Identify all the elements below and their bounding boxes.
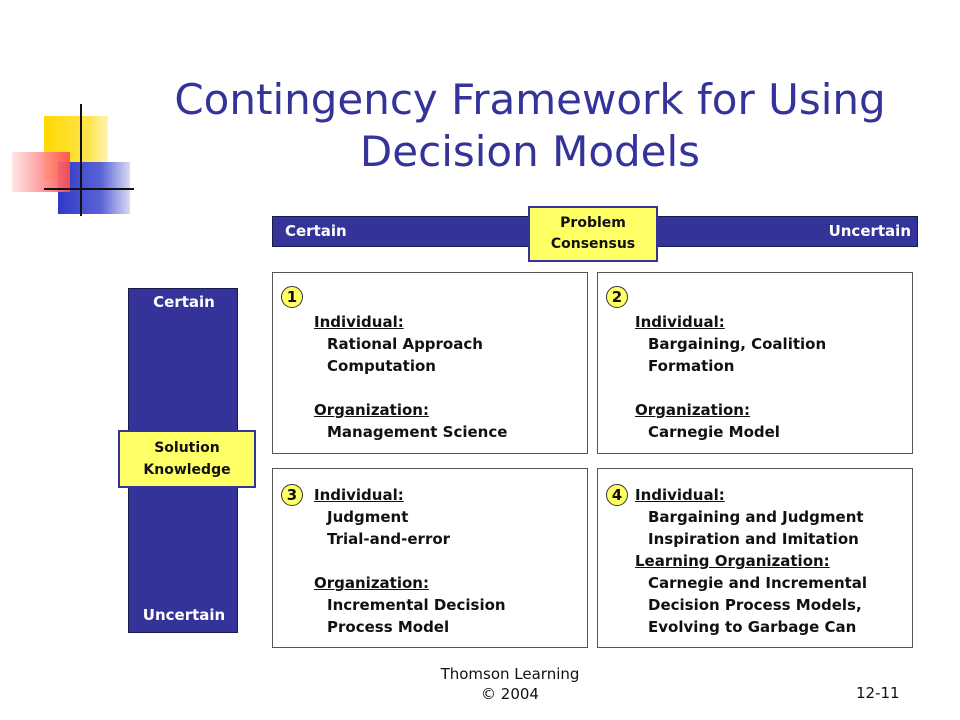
slide-title-line1: Contingency Framework for Using: [174, 75, 886, 124]
slide-title: Contingency Framework for Using Decision…: [150, 74, 910, 178]
quadrant-heading: Individual:: [635, 486, 725, 504]
quadrant-item: Trial-and-error: [327, 530, 451, 548]
quadrant-item: Incremental Decision: [327, 596, 506, 614]
quadrant-item: Evolving to Garbage Can: [648, 618, 857, 636]
quadrant-heading: Organization:: [314, 574, 429, 592]
quadrant-heading: Individual:: [314, 486, 404, 504]
quadrant-item: Formation: [648, 357, 735, 375]
quadrant-heading: Learning Organization:: [635, 552, 830, 570]
quadrant-item: Inspiration and Imitation: [648, 530, 859, 548]
decor-horizontal-line: [44, 188, 134, 190]
decor-red-square: [12, 152, 70, 192]
solution-badge-line2: Knowledge: [143, 462, 231, 478]
quadrant-number-badge: 3: [281, 484, 303, 506]
quadrant-spacer: [314, 377, 507, 399]
quadrant-heading: Organization:: [314, 401, 429, 419]
quadrant-spacer: [314, 550, 506, 572]
decor-vertical-line: [80, 104, 82, 216]
slide-title-line2: Decision Models: [359, 127, 701, 176]
problem-consensus-badge: Problem Consensus: [528, 206, 658, 262]
problem-axis-uncertain-label: Uncertain: [828, 222, 911, 240]
quadrant-heading: Individual:: [314, 313, 404, 331]
quadrant-item: Carnegie and Incremental: [648, 574, 868, 592]
quadrant-item: Management Science: [327, 423, 508, 441]
quadrant-item: Process Model: [327, 618, 450, 636]
quadrant-spacer: [635, 377, 826, 399]
footer-publisher-line1: Thomson Learning: [440, 665, 580, 683]
problem-badge-line1: Problem: [560, 215, 626, 231]
solution-axis-certain-label: Certain: [153, 293, 215, 311]
quadrant-item: Bargaining and Judgment: [648, 508, 864, 526]
page-number: 12-11: [856, 684, 900, 702]
quadrant-heading: Individual:: [635, 313, 725, 331]
footer-publisher-line2: © 2004: [481, 685, 539, 703]
quadrant-item: Computation: [327, 357, 436, 375]
solution-axis-uncertain-label: Uncertain: [142, 606, 226, 624]
quadrant-item: Rational Approach: [327, 335, 483, 353]
quadrant-item: Carnegie Model: [648, 423, 780, 441]
quadrant-item: Decision Process Models,: [648, 596, 862, 614]
quadrant-item: Bargaining, Coalition: [648, 335, 827, 353]
quadrant-heading: Organization:: [635, 401, 750, 419]
problem-badge-line2: Consensus: [550, 236, 636, 252]
solution-knowledge-badge: Solution Knowledge: [118, 430, 256, 488]
problem-axis-certain-label: Certain: [285, 222, 347, 240]
quadrant-number-badge: 4: [606, 484, 628, 506]
solution-badge-line1: Solution: [154, 440, 220, 456]
quadrant-number-badge: 1: [281, 286, 303, 308]
footer-publisher: Thomson Learning © 2004: [420, 664, 600, 704]
quadrant-item: Judgment: [327, 508, 409, 526]
quadrant-number-badge: 2: [606, 286, 628, 308]
